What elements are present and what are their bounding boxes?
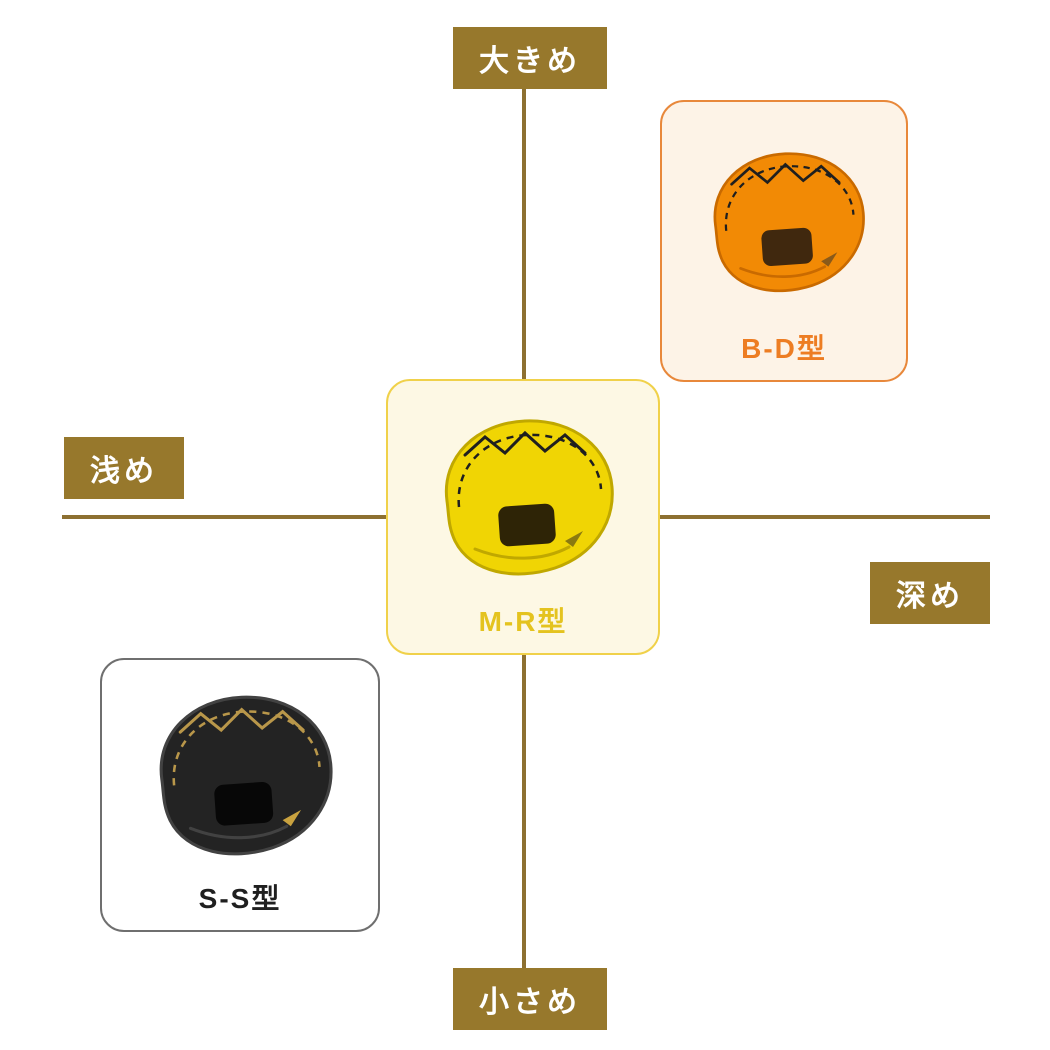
glove-card-bd: B-D型 [660, 100, 908, 382]
brand-logo-icon [282, 809, 302, 827]
glove-type-label: M-R型 [478, 606, 568, 638]
brand-logo-icon [565, 531, 583, 548]
brand-logo-icon [821, 251, 838, 267]
glove-card-mr: M-R型 [386, 379, 660, 655]
axis-label-shallow: 浅め [64, 437, 184, 499]
axis-label-smaller: 小さめ [453, 968, 607, 1030]
glove-card-ss: S-S型 [100, 658, 380, 932]
catcher-mitt-icon [413, 395, 633, 603]
glove-type-label: S-S型 [198, 883, 282, 915]
axis-label-larger: 大きめ [453, 27, 607, 89]
catcher-mitt-icon [127, 674, 352, 880]
glove-type-label: B-D型 [741, 333, 827, 365]
catcher-mitt-icon [685, 116, 882, 330]
axis-label-deep: 深め [870, 562, 990, 624]
